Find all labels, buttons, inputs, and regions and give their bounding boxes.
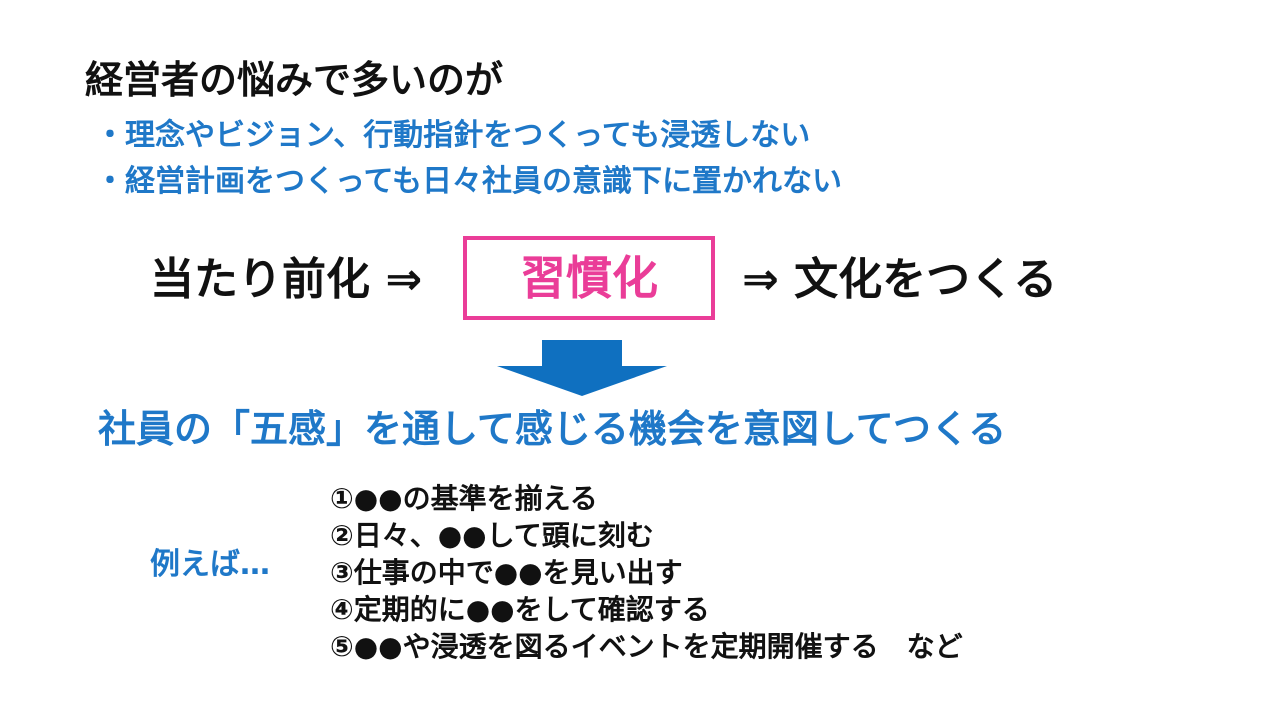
list-item: ③仕事の中で●●を見い出す <box>330 556 683 589</box>
flow-step-habit: 習慣化 <box>520 251 658 305</box>
bullet-item-business-plan: ・経営計画をつくっても日々社員の意識下に置かれない <box>95 164 842 199</box>
bullet-item-philosophy: ・理念やビジョン、行動指針をつくっても浸透しない <box>95 118 811 153</box>
down-arrow-icon <box>497 340 667 396</box>
slide-heading: 経営者の悩みで多いのが <box>85 58 504 102</box>
examples-list: ①●●の基準を揃える ②日々、●●して頭に刻む ③仕事の中で●●を見い出す ④定… <box>330 480 963 665</box>
list-item: ⑤●●や浸透を図るイベントを定期開催する など <box>330 630 963 663</box>
key-statement: 社員の「五感」を通して感じる機会を意図してつくる <box>98 407 1007 451</box>
list-item: ②日々、●●して頭に刻む <box>330 519 654 552</box>
list-item: ①●●の基準を揃える <box>330 482 598 515</box>
list-item: ④定期的に●●をして確認する <box>330 593 710 626</box>
flow-step-normalization: 当たり前化 ⇒ <box>150 254 423 305</box>
examples-label: 例えば… <box>150 547 270 582</box>
highlight-box: 習慣化 <box>463 236 715 320</box>
flow-step-culture: ⇒ 文化をつくる <box>742 254 1058 305</box>
